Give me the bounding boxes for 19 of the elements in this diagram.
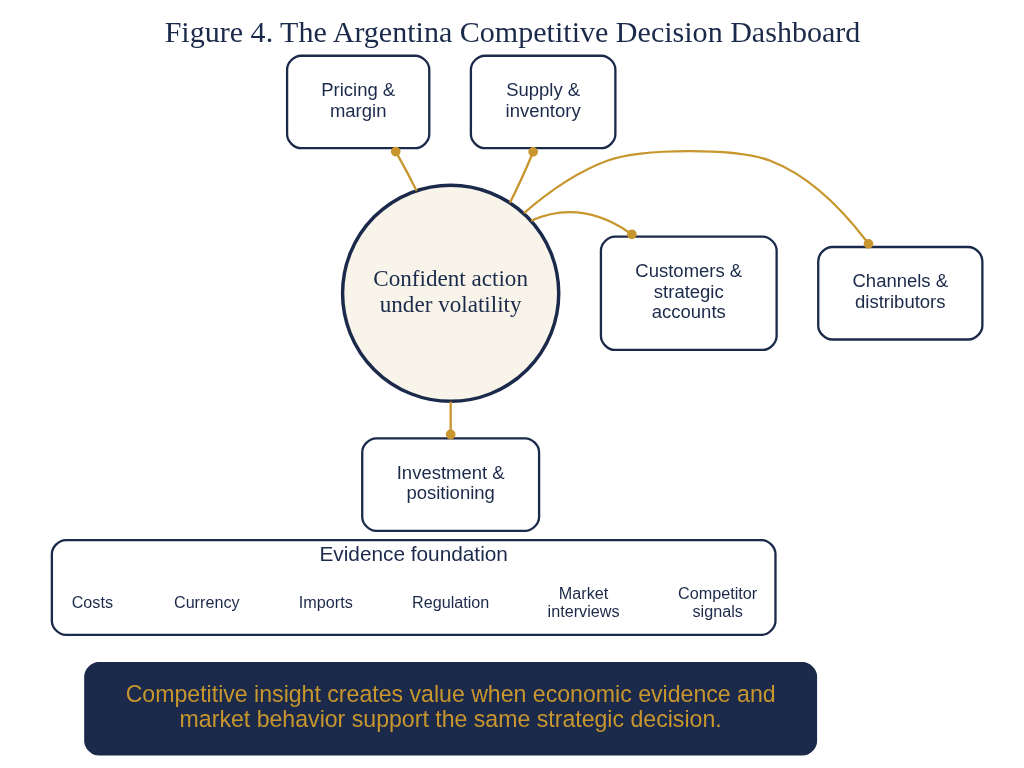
- connector: [508, 146, 538, 204]
- node-box: Supply & inventory: [469, 54, 617, 150]
- node-box: Channels & distributors: [816, 245, 984, 341]
- connector: [530, 211, 637, 240]
- node-text: Regulation: [411, 592, 489, 611]
- node-text: Currency: [173, 592, 240, 611]
- node-circle: Confident action under volatility: [340, 183, 560, 404]
- node-text: Competitor signals: [677, 584, 757, 620]
- diagram-title: Figure 4. The Argentina Competitive Decision Dashboard: [164, 14, 860, 49]
- node-box: Investment & positioning: [360, 437, 540, 532]
- node-text: Market interviews: [547, 584, 620, 620]
- node-box: Pricing & margin: [285, 54, 430, 150]
- connector: [390, 146, 418, 192]
- node-box: Customers & strategic accounts: [599, 235, 778, 352]
- node-text: Imports: [298, 592, 353, 611]
- connector: [522, 149, 873, 249]
- node-box: Competitive insight creates value when economic evidence and market behavior support the same strategic decision.: [83, 662, 817, 756]
- connector: [445, 401, 455, 440]
- node-text: Costs: [71, 592, 113, 611]
